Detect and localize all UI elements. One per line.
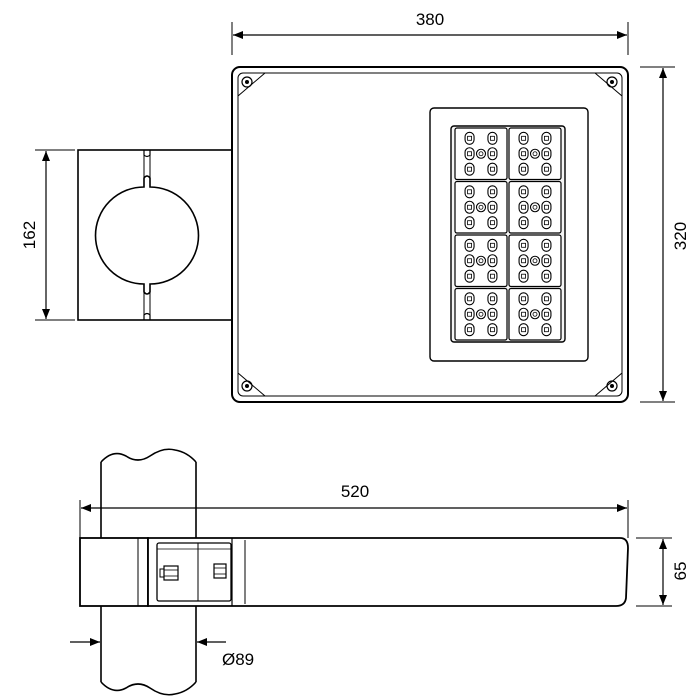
led-lens-icon — [487, 216, 498, 230]
led-lens-icon — [541, 200, 552, 214]
led-lens-icon — [541, 254, 552, 268]
dimension-label-clamp: 162 — [20, 221, 39, 249]
pole-clamp-top — [77, 149, 234, 321]
led-lens-icon — [518, 254, 529, 268]
top-view: 380 320 162 — [20, 10, 690, 403]
led-lens-icon — [518, 216, 529, 230]
led-lens-icon — [487, 307, 498, 321]
screw-icon — [241, 76, 253, 88]
led-lens-icon — [464, 131, 475, 145]
led-emitter-icon — [475, 309, 487, 320]
screw-icon — [606, 380, 618, 392]
led-lens-icon — [518, 238, 529, 252]
led-lens-icon — [518, 131, 529, 145]
led-cell — [508, 287, 562, 341]
led-cell — [454, 287, 508, 341]
bolt-icon — [159, 565, 179, 581]
led-lens-icon — [487, 162, 498, 176]
dimension-label-thickness: 65 — [671, 562, 690, 581]
led-lens-icon — [518, 185, 529, 199]
led-lens-icon — [464, 323, 475, 337]
dimension-height-right: 320 — [640, 66, 690, 403]
led-cell — [454, 234, 508, 288]
side-view: 520 65 — [70, 448, 690, 696]
led-lens-icon — [487, 269, 498, 283]
led-cell — [508, 234, 562, 288]
dimension-label-width: 380 — [416, 10, 444, 29]
dimension-label-length: 520 — [341, 482, 369, 501]
dimension-pole-diameter: Ø89 — [70, 638, 254, 669]
led-lens-icon — [487, 200, 498, 214]
led-lens-icon — [464, 269, 475, 283]
dimension-width-top: 380 — [231, 10, 629, 55]
screw-icon — [241, 380, 253, 392]
led-cell — [508, 127, 562, 181]
led-lens-icon — [518, 147, 529, 161]
led-lens-icon — [487, 185, 498, 199]
led-lens-icon — [541, 147, 552, 161]
led-lens-icon — [487, 323, 498, 337]
led-lens-icon — [487, 238, 498, 252]
led-cell — [454, 127, 508, 181]
led-lens-icon — [464, 162, 475, 176]
led-array — [454, 127, 562, 341]
luminaire-housing-top — [231, 66, 629, 403]
led-lens-icon — [518, 307, 529, 321]
bolt-icon — [213, 563, 227, 579]
led-lens-icon — [464, 307, 475, 321]
led-lens-icon — [464, 200, 475, 214]
led-lens-icon — [518, 162, 529, 176]
led-lens-icon — [541, 162, 552, 176]
led-lens-icon — [464, 216, 475, 230]
led-emitter-icon — [529, 309, 541, 320]
led-lens-icon — [518, 292, 529, 306]
led-emitter-icon — [475, 202, 487, 213]
led-lens-icon — [464, 292, 475, 306]
pole-side — [100, 448, 197, 696]
led-lens-icon — [487, 147, 498, 161]
led-lens-icon — [541, 323, 552, 337]
led-lens-icon — [464, 238, 475, 252]
led-lens-icon — [541, 216, 552, 230]
led-cell — [508, 180, 562, 234]
screw-icon — [606, 76, 618, 88]
led-lens-icon — [487, 292, 498, 306]
led-emitter-icon — [529, 255, 541, 266]
led-cell — [454, 180, 508, 234]
led-lens-icon — [541, 307, 552, 321]
luminaire-body-side — [79, 537, 629, 607]
led-lens-icon — [541, 131, 552, 145]
dimension-label-diameter: Ø89 — [222, 650, 254, 669]
led-lens-icon — [487, 254, 498, 268]
led-lens-icon — [541, 292, 552, 306]
dimension-length-side: 520 — [79, 482, 629, 538]
led-lens-icon — [541, 185, 552, 199]
led-emitter-icon — [475, 148, 487, 159]
dimension-thickness-side: 65 — [636, 537, 690, 607]
led-lens-icon — [541, 269, 552, 283]
dimension-label-height: 320 — [671, 222, 690, 250]
led-emitter-icon — [529, 148, 541, 159]
led-lens-icon — [487, 131, 498, 145]
led-lens-icon — [464, 254, 475, 268]
led-lens-icon — [518, 323, 529, 337]
led-lens-icon — [518, 200, 529, 214]
led-lens-icon — [541, 238, 552, 252]
led-emitter-icon — [475, 255, 487, 266]
led-lens-icon — [464, 147, 475, 161]
led-lens-icon — [518, 269, 529, 283]
led-emitter-icon — [529, 202, 541, 213]
dimension-clamp-height: 162 — [20, 149, 75, 321]
led-lens-icon — [464, 185, 475, 199]
